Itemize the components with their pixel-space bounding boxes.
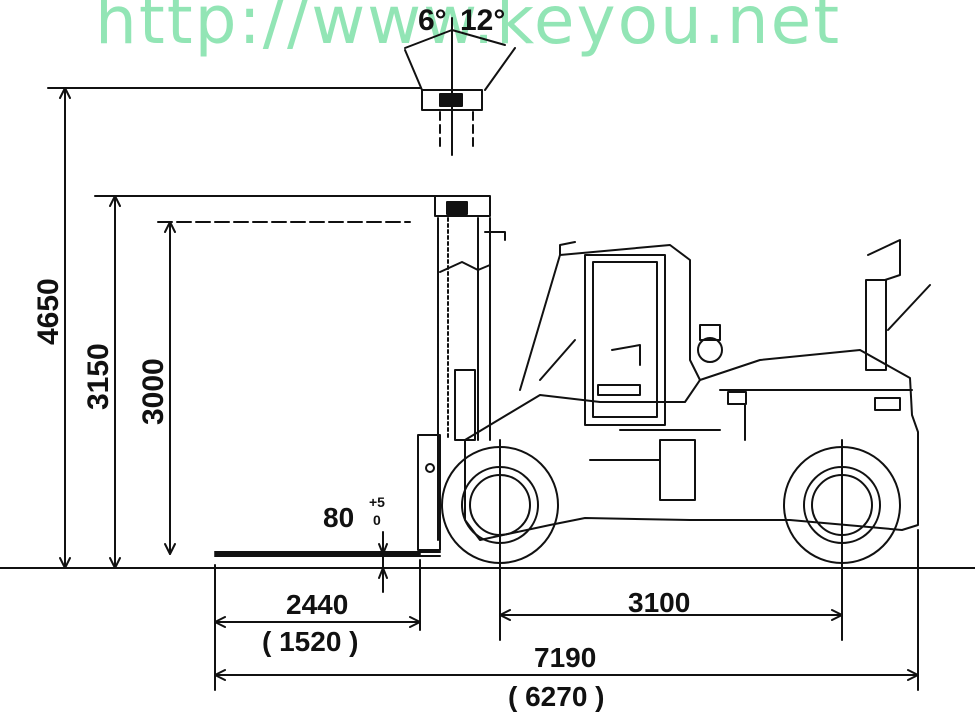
lift-height-dim [164,221,176,555]
exhaust-stack [865,239,931,371]
fork-clearance-dim [378,531,388,593]
fork [214,434,441,557]
overall-length-alt-label: ( 6270 ) [508,681,605,712]
angle-backward-label: 12° [460,4,505,37]
guard-height-dim [109,195,121,569]
operator-cab [519,241,723,426]
overall-length-dim [214,669,919,681]
angle-forward-label: 6° [418,4,447,37]
wheelbase-label: 3100 [628,587,690,618]
guard-height-label: 3150 [82,343,115,410]
overall-height-label: 4650 [32,278,65,345]
fork-length-label: 2440 [286,589,348,620]
rear-wheel [783,439,901,641]
mast [434,195,506,541]
wheelbase-dim [499,609,843,621]
overall-height-dim [59,87,71,569]
fork-length-dim [214,616,421,628]
front-wheel [441,439,559,641]
fork-clearance-label: 80 [323,502,354,533]
overall-length-label: 7190 [534,642,596,673]
fork-clearance-tol-minus: 0 [373,512,381,528]
fork-length-alt-label: ( 1520 ) [262,626,359,657]
fork-clearance-tol-plus: +5 [369,494,385,510]
tilt-angle-detail [404,17,516,156]
lift-height-label: 3000 [137,358,170,425]
forklift-body [464,349,919,541]
